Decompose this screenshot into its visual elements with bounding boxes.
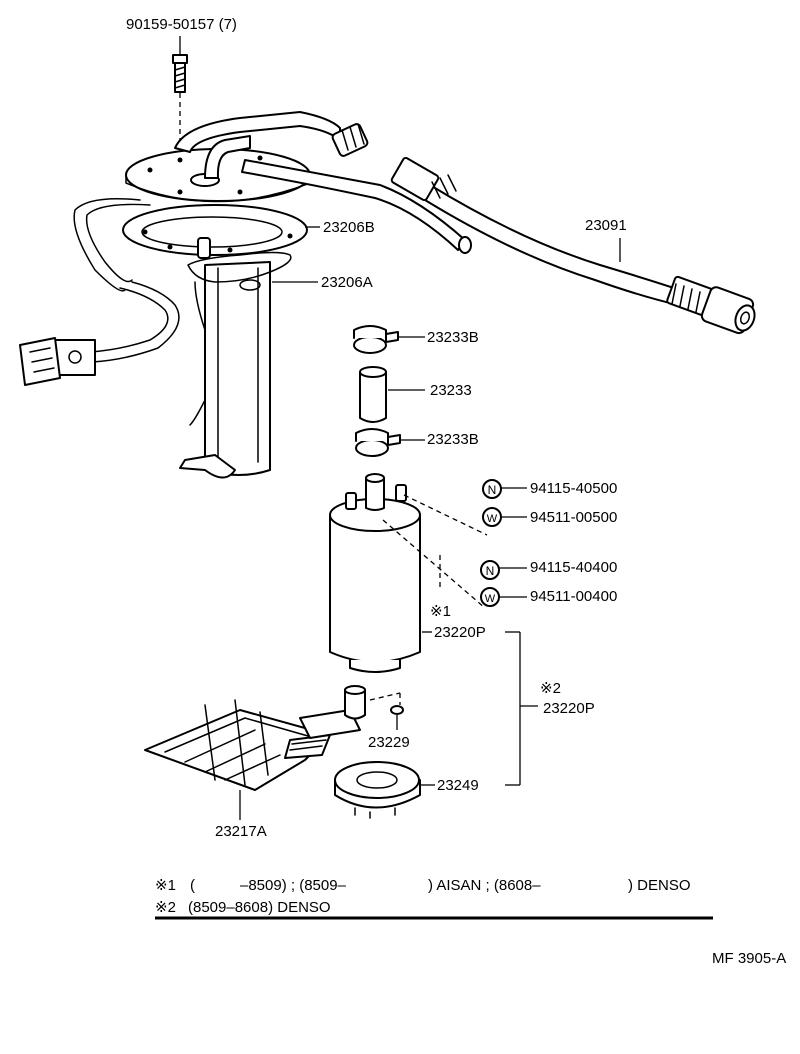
label-filter: 23217A	[215, 823, 267, 840]
label-note2-mark: ※2	[540, 680, 561, 697]
hose-part	[359, 366, 425, 423]
label-pump-1: 23220P	[434, 624, 486, 641]
clamp-bottom-part	[355, 428, 425, 457]
label-hose: 23233	[430, 382, 472, 399]
label-small-washer: 23229	[368, 734, 410, 751]
label-gasket: 23206B	[323, 219, 375, 236]
sender-plate-part	[19, 111, 472, 479]
label-clamp-bottom: 23233B	[427, 431, 479, 448]
note1-text: –8509) ; (8509–	[240, 877, 347, 894]
washer-badge-1: W	[487, 513, 498, 525]
label-pump-2: 23220P	[543, 700, 595, 717]
fuel-filter-part	[144, 685, 401, 820]
note1-open: (	[190, 877, 195, 894]
cushion-part	[334, 761, 435, 819]
label-hose-tube: 23091	[585, 217, 627, 234]
fuel-hose-part	[390, 156, 756, 335]
pump-group-bracket	[505, 631, 538, 786]
note2-mark: ※2	[155, 899, 176, 916]
label-note1-mark: ※1	[430, 603, 451, 620]
label-clamp-top: 23233B	[427, 329, 479, 346]
label-bracket: 23206A	[321, 274, 373, 291]
note1-mark: ※1	[155, 877, 176, 894]
nut-badge-1: N	[488, 483, 497, 497]
hardware-badges: N W N W	[480, 479, 527, 607]
label-washer-1: 94511-00500	[530, 509, 617, 526]
nut-badge-2: N	[486, 564, 495, 578]
label-cushion: 23249	[437, 777, 479, 794]
bolt-part	[172, 36, 188, 150]
note1-denso: ) DENSO	[628, 877, 691, 894]
label-bolt: 90159-50157 (7)	[126, 16, 237, 33]
label-nut-1: 94115-40500	[530, 480, 617, 497]
clamp-top-part	[353, 325, 425, 354]
notes-block: ※1 ( –8509) ; (8509– ) AISAN ; (8608– ) …	[155, 877, 713, 920]
note1-aisan: ) AISAN ; (8608–	[428, 877, 541, 894]
figure-code: MF 3905-A	[712, 950, 786, 967]
note2-text: (8509–8608) DENSO	[188, 899, 331, 916]
small-washer-part	[390, 705, 404, 730]
washer-badge-2: W	[485, 593, 496, 605]
fuel-pump-part	[329, 473, 488, 673]
label-washer-2: 94511-00400	[530, 588, 617, 605]
label-nut-2: 94115-40400	[530, 559, 617, 576]
